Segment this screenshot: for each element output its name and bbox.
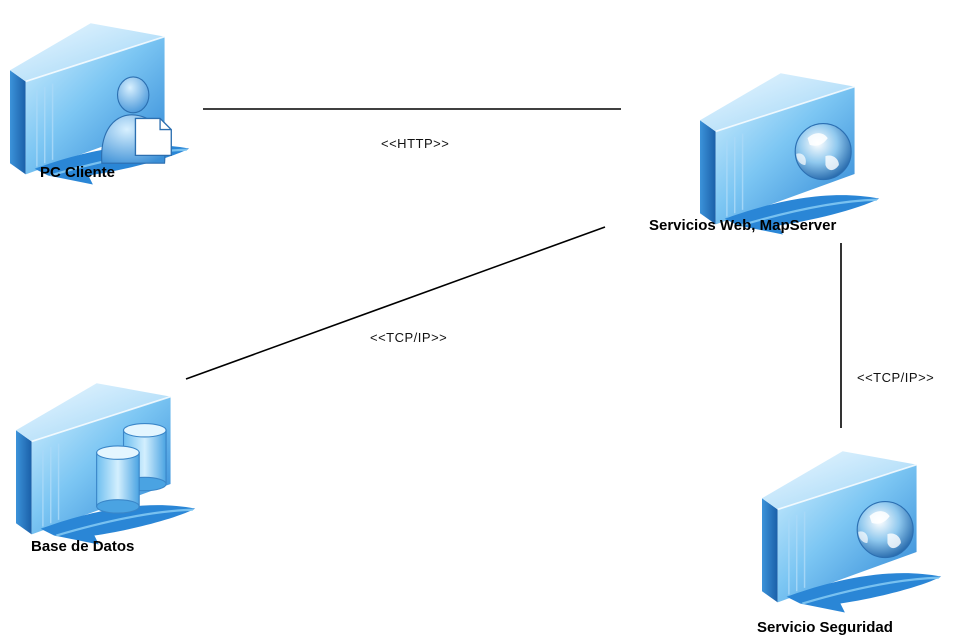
servicios-web-node[interactable] <box>698 72 881 236</box>
tcp-db-connection-label: <<TCP/IP>> <box>370 330 448 345</box>
base-datos-label: Base de Datos <box>31 538 135 555</box>
servicio-seguridad-label: Servicio Seguridad <box>757 619 893 636</box>
database-icon <box>96 422 167 514</box>
servicios-web-label: Servicios Web, MapServer <box>649 217 837 234</box>
tcp-security-connection-label: <<TCP/IP>> <box>857 370 935 385</box>
globe-icon <box>856 501 914 559</box>
globe-icon <box>794 123 852 181</box>
http-connection-label: <<HTTP>> <box>381 136 450 151</box>
tcp-db-connection-line <box>185 226 606 380</box>
document-icon <box>134 117 172 157</box>
base-datos-node[interactable] <box>14 382 197 546</box>
pc-cliente-node[interactable] <box>8 22 191 186</box>
servicio-seguridad-node[interactable] <box>760 450 943 614</box>
pc-cliente-label: PC Cliente <box>40 164 116 181</box>
